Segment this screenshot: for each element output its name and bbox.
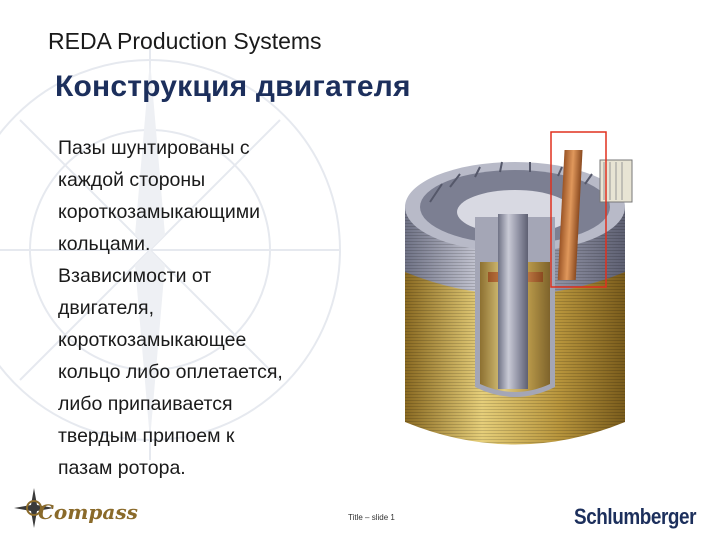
body-line: кольцо либо оплетается,: [58, 361, 283, 383]
body-line: каждой стороны: [58, 169, 206, 191]
slide-title: Конструкция двигателя: [55, 70, 411, 103]
slide-label: Title – slide 1: [348, 513, 395, 522]
schlumberger-logo: Schlumberger: [574, 504, 697, 529]
body-line: пазам ротора.: [58, 457, 186, 479]
body-line: твердым припоем к: [58, 425, 235, 447]
body-line: Пазы шунтированы с: [58, 137, 250, 159]
body-line: двигателя,: [58, 297, 154, 319]
compass-logo-text: Compass: [38, 500, 138, 524]
compass-logo-icon: [14, 488, 54, 528]
body-line: либо припаивается: [58, 393, 233, 415]
body-line: короткозамыкающими: [58, 201, 261, 223]
presentation-header: REDA Production Systems: [48, 28, 322, 54]
body-line: Взависимости от: [58, 265, 212, 287]
motor-cutaway-illustration: [405, 131, 633, 445]
body-line: короткозамыкающее: [58, 329, 247, 351]
body-line: кольцами.: [58, 233, 151, 255]
body-text: Пазы шунтированы с каждой стороны коротк…: [58, 132, 358, 484]
